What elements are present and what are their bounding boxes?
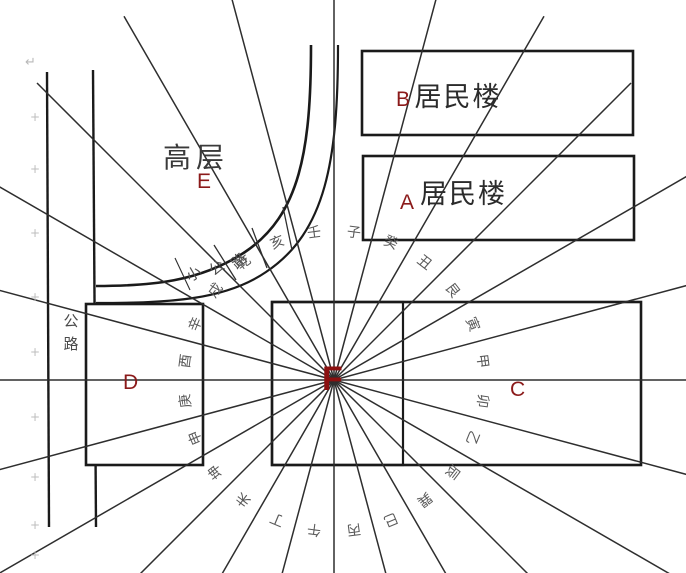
compass-ray [333,175,686,381]
small-road-tick-4 [174,257,191,291]
compass-ray [333,379,387,573]
building-b-rect [360,49,635,137]
compass-ray [139,379,335,573]
compass-ray [0,186,335,381]
small-road-tick-2 [251,227,268,269]
compass-ray [333,379,447,573]
compass-ray [36,82,335,381]
center-square-rect [270,300,405,467]
compass-ray [333,379,670,573]
small-road-tick-1 [213,244,237,281]
compass-ray [333,379,529,573]
compass-ray [333,284,686,381]
main-road-left-line [45,71,51,528]
building-d-rect [84,302,205,467]
small-road-outer-curve [95,44,313,288]
compass-ray [333,0,437,381]
compass-ray [333,379,686,476]
compass-ray [333,15,545,381]
small-road-tick-3 [282,206,293,251]
compass-ray [281,379,335,573]
compass-ray [333,82,632,381]
compass-ray [0,379,335,573]
compass-ray [221,379,335,573]
compass-ray [0,379,335,471]
building-a-rect [361,154,636,242]
compass-ray [123,15,335,381]
compass-ray [0,289,335,381]
compass-ray [231,0,335,381]
